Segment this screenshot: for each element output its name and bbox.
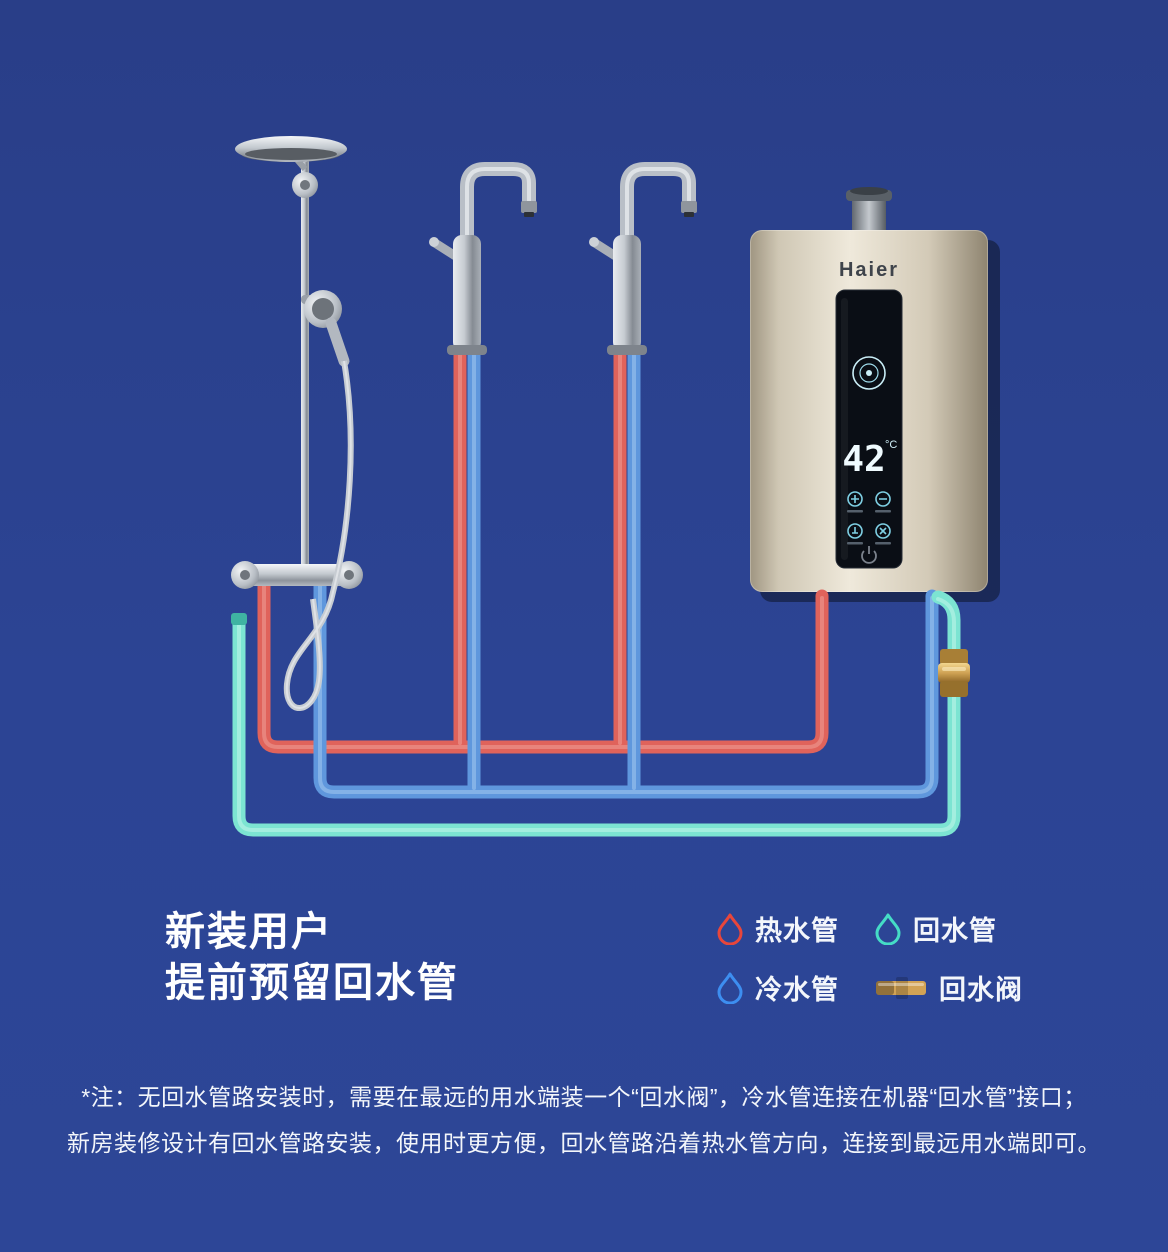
return-pipe-cap	[231, 613, 247, 625]
legend-label-hot: 热水管	[755, 916, 839, 946]
temp-unit: °C	[885, 439, 897, 451]
flue-pipe	[846, 187, 892, 234]
legend-item-hot-water: 热水管	[717, 909, 839, 948]
caption-bar: 新装用户 提前预留回水管 热水管 回水管	[95, 900, 1073, 1032]
haier-logo: Haier	[839, 259, 899, 281]
hand-shower	[304, 290, 350, 367]
title-line-1: 新装用户	[165, 909, 333, 954]
shower-set	[231, 136, 363, 589]
shower-mixer	[231, 561, 363, 589]
legend-label-valve: 回水阀	[939, 975, 1023, 1005]
legend-label-cold: 冷水管	[755, 975, 839, 1005]
display-buttons	[847, 491, 891, 539]
return-water-drop-icon	[875, 913, 901, 945]
footnote-line-2: 新房装修设计有回水管路安装，使用时更方便，回水管路沿着热水管方向，连接到最远用水…	[67, 1130, 1101, 1156]
legend-item-return-water: 回水管	[875, 909, 1023, 948]
return-valve-icon	[876, 976, 926, 999]
title-line-2: 提前预留回水管	[165, 961, 459, 1005]
faucet-left	[429, 169, 537, 355]
display-emblem	[852, 356, 886, 390]
section-title: 新装用户 提前预留回水管	[165, 907, 459, 1009]
hot-water-drop-icon	[717, 913, 743, 945]
footnote-line-1: *注：无回水管路安装时，需要在最远的用水端装一个“回水阀”，冷水管连接在机器“回…	[81, 1084, 1087, 1110]
shower-hose	[283, 360, 354, 711]
water-heater: Haier 42 °C	[750, 187, 1000, 602]
legend-item-cold-water: 冷水管	[717, 968, 839, 1007]
cold-water-drop-icon	[717, 972, 743, 1004]
pipe-legend: 热水管 回水管 冷水管	[717, 909, 1023, 1007]
faucet-right	[589, 169, 697, 355]
power-icon	[861, 546, 877, 564]
shower-head	[235, 136, 347, 162]
temp-readout: 42	[842, 439, 885, 480]
diagram-card: Haier 42 °C	[95, 57, 1073, 1032]
return-valve	[938, 649, 970, 697]
heater-display: 42 °C	[835, 289, 903, 569]
legend-item-return-valve: 回水阀	[875, 968, 1023, 1007]
shower-column	[301, 153, 309, 583]
footnote: *注：无回水管路安装时，需要在最远的用水端装一个“回水阀”，冷水管连接在机器“回…	[0, 1074, 1168, 1166]
installation-diagram: Haier 42 °C	[231, 136, 1000, 837]
legend-label-return: 回水管	[913, 916, 997, 946]
